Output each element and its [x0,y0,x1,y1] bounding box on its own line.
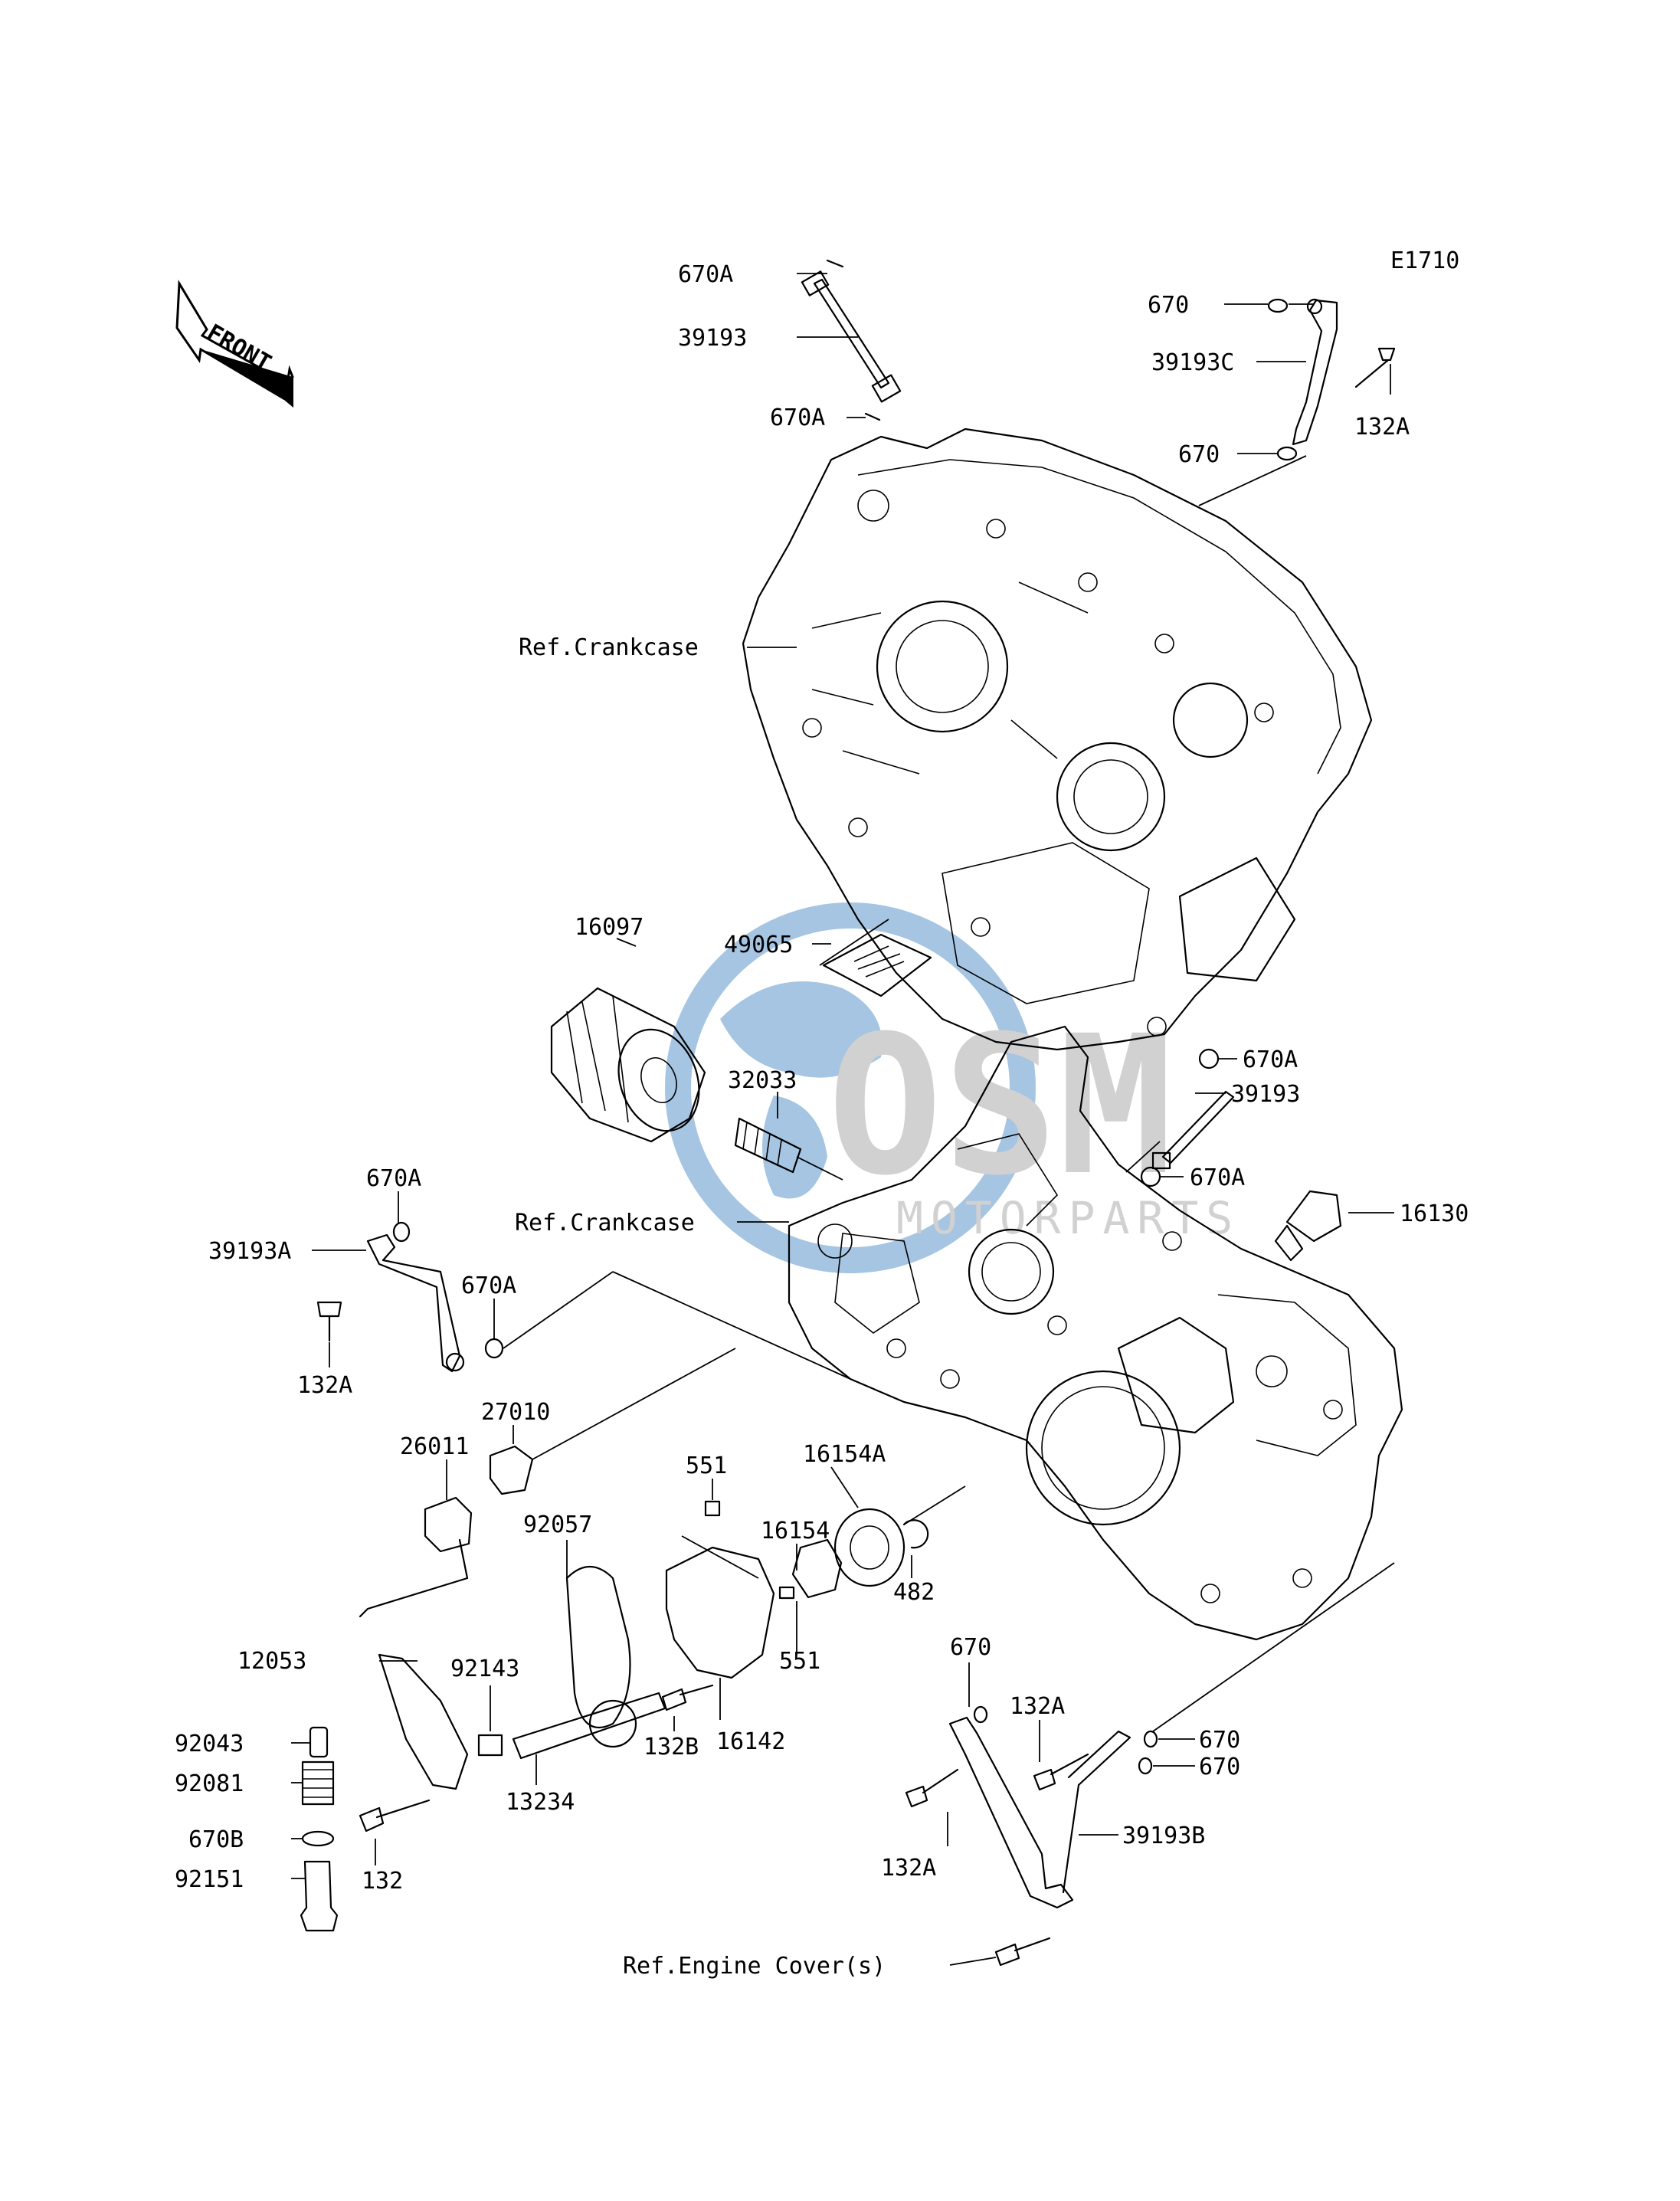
crankcase-lower [788,1025,1403,1641]
label-92143: 92143 [450,1656,519,1682]
label-670A-3: 670A [1243,1046,1298,1073]
chain-guide [378,1653,469,1790]
label-39193A: 39193A [208,1238,291,1265]
plug-92151 [300,1860,339,1932]
o-ring-670B [301,1830,335,1847]
label-ref-engine-cover: Ref.Engine Cover(s) [623,1953,886,1980]
watermark: OSM MOTORPARTS [665,902,1240,1273]
label-39193-2: 39193 [1231,1081,1300,1108]
oil-pipe-39193-right [1161,1090,1235,1164]
label-670B: 670B [188,1826,244,1853]
label-92043: 92043 [175,1731,244,1757]
relief-spring [734,1117,802,1174]
label-39193B: 39193B [1122,1823,1205,1849]
label-132A-2: 132A [297,1372,352,1399]
pin-551-lower [778,1586,795,1600]
oil-pipe-39193C [1292,299,1338,446]
label-132: 132 [362,1868,403,1895]
collar-92143 [477,1734,503,1757]
label-482: 482 [893,1579,935,1606]
label-13234: 13234 [506,1789,575,1816]
part-labels: 670A 39193 670A 670 39193C 132A 670 Ref.… [175,261,1469,1980]
label-ref-crankcase-upper: Ref.Crankcase [519,634,699,661]
front-arrow-icon: FRONT [175,280,294,408]
label-132A-4: 132A [881,1855,936,1882]
label-26011: 26011 [400,1433,469,1460]
label-670-5: 670 [1199,1754,1240,1780]
bolt-132A-left [316,1301,342,1342]
label-132A-1: 132A [1354,414,1410,441]
watermark-brand: OSM [827,994,1174,1217]
label-27010: 27010 [481,1399,550,1426]
pin-551-upper [704,1500,721,1517]
diagram-code: E1710 [1390,247,1459,274]
crankcase-upper [742,427,1373,1051]
label-92081: 92081 [175,1770,244,1797]
bolt-132B [661,1684,714,1711]
oil-filter [550,987,706,1143]
label-132A-3: 132A [1010,1693,1065,1720]
label-92151: 92151 [175,1866,244,1893]
leader-lines [291,273,1395,1966]
label-551-2: 551 [779,1648,820,1675]
label-12053: 12053 [237,1648,306,1675]
oil-strainer [822,933,932,997]
label-16154A: 16154A [803,1441,886,1468]
part-26011 [359,1496,473,1618]
label-670A-4: 670A [1190,1164,1245,1191]
label-670A-2: 670A [770,404,825,431]
label-551-1: 551 [686,1453,727,1479]
label-39193-1: 39193 [678,325,747,352]
label-39193C: 39193C [1151,349,1234,376]
label-670A-6: 670A [461,1272,516,1299]
label-670A-1: 670A [678,261,733,288]
label-670-4: 670 [1199,1727,1240,1754]
bolt-132 [359,1799,431,1833]
label-670-2: 670 [1178,441,1220,468]
bolt-engine-cover [994,1937,1051,1967]
oil-pipe-39193-upper [801,270,902,403]
label-16154: 16154 [761,1518,830,1544]
label-32033: 32033 [728,1067,797,1094]
part-27010 [489,1445,534,1495]
oil-pump [665,1546,775,1679]
label-670-1: 670 [1148,292,1189,319]
shaft-13234 [512,1692,666,1760]
circlip-482 [902,1519,929,1549]
label-670-3: 670 [950,1634,991,1661]
plunger-92043 [309,1726,329,1758]
sprocket [588,1699,637,1748]
label-16097: 16097 [575,914,644,941]
label-16130: 16130 [1400,1200,1469,1227]
rotor-outer [833,1508,905,1587]
label-92057: 92057 [523,1512,592,1538]
bolt-132A-mid [1033,1753,1089,1791]
watermark-subtext: MOTORPARTS [896,1192,1240,1244]
spring-92081 [301,1760,335,1806]
label-49065: 49065 [724,932,793,958]
label-16142: 16142 [716,1728,785,1755]
drive-chain [565,1566,631,1728]
label-670A-5: 670A [366,1165,421,1192]
rotor-inner [791,1538,843,1599]
label-132B: 132B [644,1734,699,1760]
oil-sensor [1274,1190,1342,1262]
label-ref-crankcase-lower: Ref.Crankcase [515,1210,695,1236]
bolt-132A-top [1354,347,1396,388]
oil-pipe-39193B [948,1716,1131,1909]
oil-pipe-39193A [366,1233,461,1373]
bolt-132A-lower [905,1768,959,1808]
